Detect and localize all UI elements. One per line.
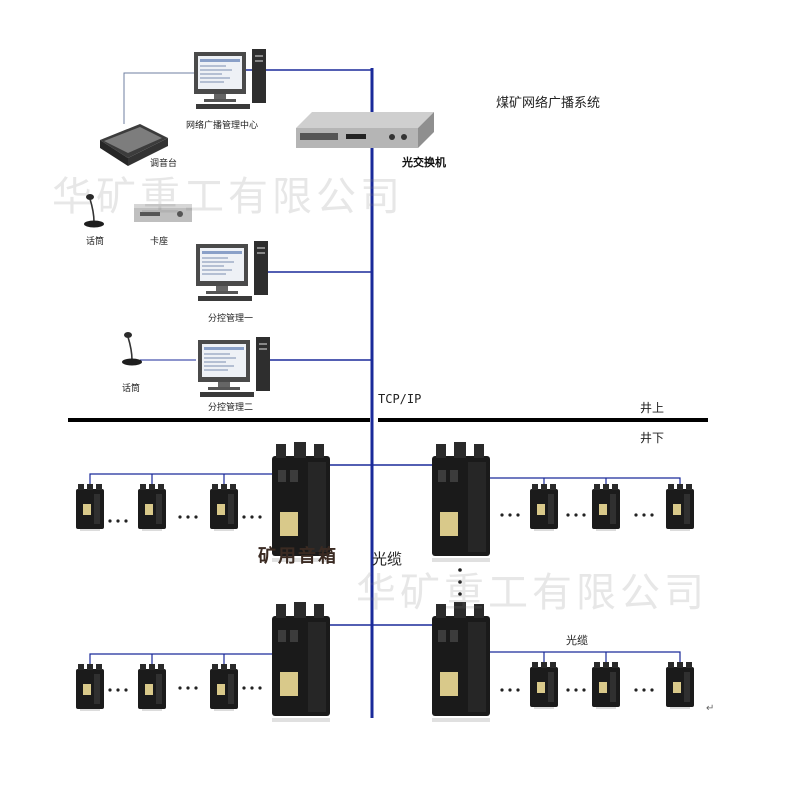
watermark-bottom: 华矿重工有限公司 xyxy=(356,570,708,616)
big-speaker-ur xyxy=(432,442,490,562)
sub1-computer xyxy=(196,241,268,301)
label-mixer: 调音台 xyxy=(150,159,178,169)
mic-2 xyxy=(121,331,143,367)
sub2-computer xyxy=(198,337,270,397)
speaker-9 xyxy=(210,664,238,711)
label-cable-right: 光缆 xyxy=(566,634,588,647)
return-mark: ↵ xyxy=(706,703,715,714)
label-switch: 光交换机 xyxy=(402,156,446,169)
speaker-6 xyxy=(666,484,694,531)
speaker-5 xyxy=(592,484,620,531)
ellipsis-dots xyxy=(108,513,654,692)
label-speaker: 矿用音箱 xyxy=(258,546,338,567)
label-sub2: 分控管理二 xyxy=(208,403,254,413)
watermark-top: 华矿重工有限公司 xyxy=(52,174,404,220)
label-deck: 卡座 xyxy=(150,237,169,247)
speaker-7 xyxy=(76,664,104,711)
speaker-12 xyxy=(666,662,694,709)
speaker-11 xyxy=(592,662,620,709)
center-computer xyxy=(194,49,266,109)
label-mic-1: 话筒 xyxy=(86,237,105,247)
label-below: 井下 xyxy=(640,431,665,445)
diagram-title: 煤矿网络广播系统 xyxy=(496,96,601,111)
speaker-8 xyxy=(138,664,166,711)
optical-switch xyxy=(296,112,434,148)
speaker-1 xyxy=(76,484,104,531)
mixer-device xyxy=(100,124,168,166)
speaker-2 xyxy=(138,484,166,531)
speaker-10 xyxy=(530,662,558,709)
label-center: 网络广播管理中心 xyxy=(186,121,259,131)
label-cable-mid: 光缆 xyxy=(372,550,403,568)
label-above: 井上 xyxy=(640,401,665,415)
speaker-3 xyxy=(210,484,238,531)
deck-device xyxy=(134,204,192,222)
big-speaker-lr xyxy=(432,602,490,722)
label-tcp: TCP/IP xyxy=(378,392,422,406)
label-sub1: 分控管理一 xyxy=(208,314,254,324)
speaker-4 xyxy=(530,484,558,531)
big-speaker-ll xyxy=(272,602,330,722)
label-mic-2: 话筒 xyxy=(122,384,141,394)
